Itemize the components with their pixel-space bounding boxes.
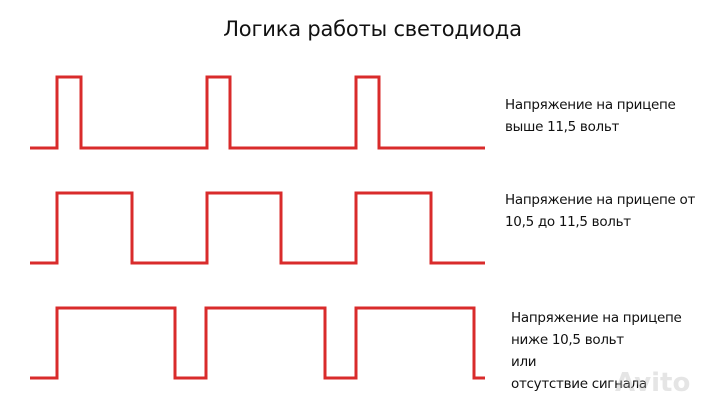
- label-line: выше 11,5 вольт: [505, 119, 620, 135]
- waveform-mid-voltage: [30, 191, 485, 265]
- diagram-title: Логика работы светодиода: [223, 17, 522, 41]
- label-line: 10,5 до 11,5 вольт: [505, 214, 631, 230]
- label-line: Напряжение на прицепе от: [505, 192, 696, 208]
- label-low-voltage: Напряжение на прицепе ниже 10,5 вольт ил…: [511, 307, 682, 395]
- label-line: отсутствие сигнала: [511, 376, 647, 392]
- label-line: Напряжение на прицепе: [505, 97, 676, 113]
- label-mid-voltage: Напряжение на прицепе от 10,5 до 11,5 во…: [505, 189, 695, 233]
- waveform-high-voltage: [30, 75, 485, 150]
- label-high-voltage: Напряжение на прицепе выше 11,5 вольт: [505, 94, 676, 138]
- label-line: Напряжение на прицепе: [511, 310, 682, 326]
- watermark-logo: Avito: [615, 368, 691, 398]
- label-line: ниже 10,5 вольт: [511, 332, 624, 348]
- label-line: или: [511, 354, 537, 370]
- waveform-low-voltage: [30, 306, 485, 380]
